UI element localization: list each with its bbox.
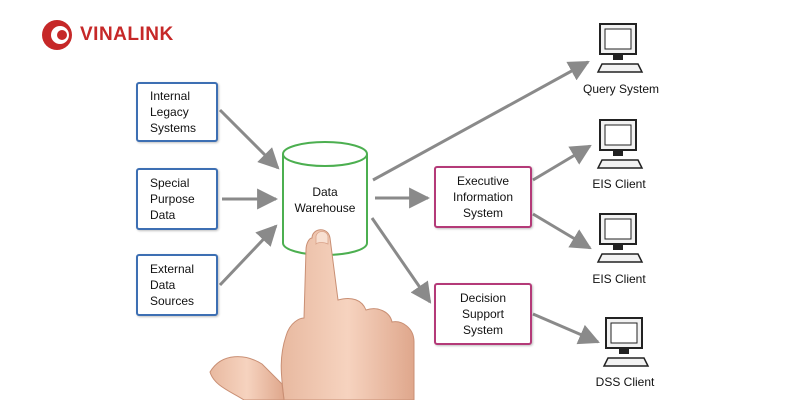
arrow-eis-to-client1 bbox=[532, 144, 592, 182]
computer-icon bbox=[596, 213, 644, 263]
box-line: Systems bbox=[150, 121, 197, 136]
box-line: Information bbox=[452, 189, 514, 204]
data-warehouse-cylinder bbox=[282, 141, 368, 256]
query-system-label: Query System bbox=[582, 82, 660, 96]
arrow-dss-to-client bbox=[532, 312, 600, 345]
dss-client-label: DSS Client bbox=[595, 375, 655, 389]
arrow-warehouse-to-query bbox=[372, 60, 590, 182]
computer-icon bbox=[602, 317, 650, 367]
arrow-eis-to-client2 bbox=[532, 212, 592, 250]
eis-client-label: EIS Client bbox=[592, 272, 646, 286]
decision-support-system-box: Decision Support System bbox=[434, 283, 532, 345]
internal-legacy-systems-box: Internal Legacy Systems bbox=[136, 82, 218, 142]
box-line: System bbox=[462, 323, 503, 338]
box-line: Internal bbox=[150, 88, 191, 103]
logo-text: VINALINK bbox=[80, 24, 174, 45]
computer-icon bbox=[596, 119, 644, 169]
box-line: Special bbox=[150, 175, 190, 190]
external-data-sources-box: External Data Sources bbox=[136, 254, 218, 316]
box-line: Purpose bbox=[150, 191, 195, 206]
box-line: Data bbox=[150, 277, 176, 292]
special-purpose-data-box: Special Purpose Data bbox=[136, 168, 218, 230]
arrow-internal-to-warehouse bbox=[218, 108, 280, 170]
box-line: Executive bbox=[456, 173, 510, 188]
box-line: Data bbox=[150, 208, 176, 223]
box-line: Decision bbox=[459, 290, 507, 305]
arrow-external-to-warehouse bbox=[218, 224, 278, 287]
vinalink-logo-icon bbox=[42, 20, 72, 50]
arrow-warehouse-to-dss bbox=[370, 217, 432, 304]
warehouse-line: Warehouse bbox=[294, 201, 356, 216]
box-line: Legacy bbox=[150, 104, 189, 119]
data-warehouse-label: Data Warehouse bbox=[280, 184, 370, 216]
box-line: Sources bbox=[150, 294, 195, 309]
computer-icon bbox=[596, 23, 644, 73]
box-line: External bbox=[150, 261, 195, 276]
pointing-hand bbox=[209, 229, 415, 400]
box-line: System bbox=[462, 206, 503, 221]
box-line: Support bbox=[461, 306, 505, 321]
warehouse-line: Data bbox=[312, 185, 338, 199]
vinalink-logo: VINALINK bbox=[40, 18, 174, 52]
eis-client-label: EIS Client bbox=[592, 177, 646, 191]
executive-information-system-box: Executive Information System bbox=[434, 166, 532, 228]
